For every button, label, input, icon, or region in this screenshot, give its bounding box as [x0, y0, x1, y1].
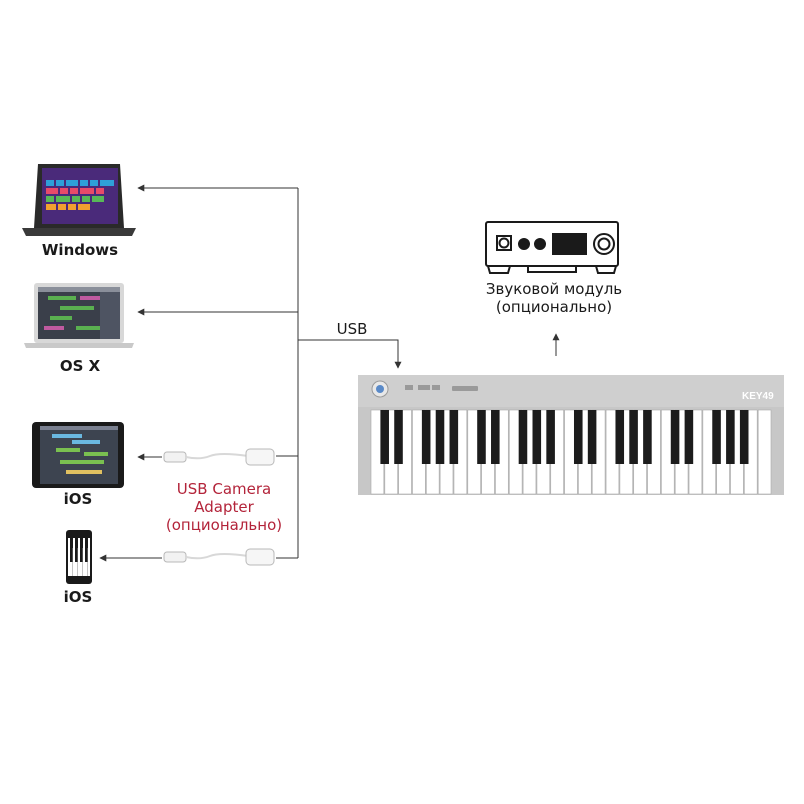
- connection-lines: [99, 184, 560, 562]
- iphone-label: iOS: [63, 588, 93, 606]
- keyboard-brand-label: KEY49: [742, 391, 774, 402]
- osx-label: OS X: [59, 357, 101, 375]
- black-key: [421, 410, 431, 464]
- black-keys: [380, 410, 749, 464]
- white-keys: [370, 409, 772, 495]
- black-key: [394, 410, 403, 464]
- black-key: [670, 410, 680, 464]
- sound-module-label: Звуковой модуль (опционально): [456, 280, 652, 316]
- black-key: [518, 410, 528, 464]
- windows-laptop-icon: [22, 164, 136, 236]
- black-key: [587, 410, 597, 464]
- black-key: [643, 410, 652, 464]
- black-key: [532, 410, 542, 464]
- windows-label: Windows: [41, 241, 119, 259]
- adapter-label-line3: (опционально): [165, 516, 283, 534]
- usb-adapter-1-icon: [163, 448, 275, 466]
- iphone-icon: [66, 530, 92, 584]
- black-key: [449, 410, 459, 464]
- ipad-label: iOS: [63, 490, 93, 508]
- black-key: [491, 410, 500, 464]
- black-key: [684, 410, 694, 464]
- adapter-label-line1: USB Camera: [176, 480, 272, 498]
- black-key: [546, 410, 555, 464]
- sound-module-label-line2: (опционально): [495, 298, 613, 316]
- sound-module-label-line1: Звуковой модуль: [485, 280, 623, 298]
- usb-camera-adapter-label: USB Camera Adapter (опционально): [146, 480, 302, 534]
- black-key: [380, 410, 389, 464]
- white-key: [757, 409, 772, 495]
- ipad-tablet-icon: [32, 422, 124, 488]
- black-key: [726, 410, 735, 464]
- black-key: [629, 410, 638, 464]
- black-key: [435, 410, 445, 464]
- black-key: [739, 410, 749, 464]
- black-key: [615, 410, 625, 464]
- macbook-laptop-icon: [24, 283, 134, 348]
- usb-adapter-2-icon: [163, 548, 275, 566]
- usb-label: USB: [336, 320, 368, 338]
- adapter-label-line2: Adapter: [194, 498, 254, 516]
- black-key: [573, 410, 583, 464]
- black-key: [477, 410, 486, 464]
- black-key: [712, 410, 721, 464]
- usb-to-keyboard-line: [298, 339, 402, 369]
- sound-module-icon: [485, 221, 619, 274]
- midi-keyboard: KEY49: [358, 375, 784, 495]
